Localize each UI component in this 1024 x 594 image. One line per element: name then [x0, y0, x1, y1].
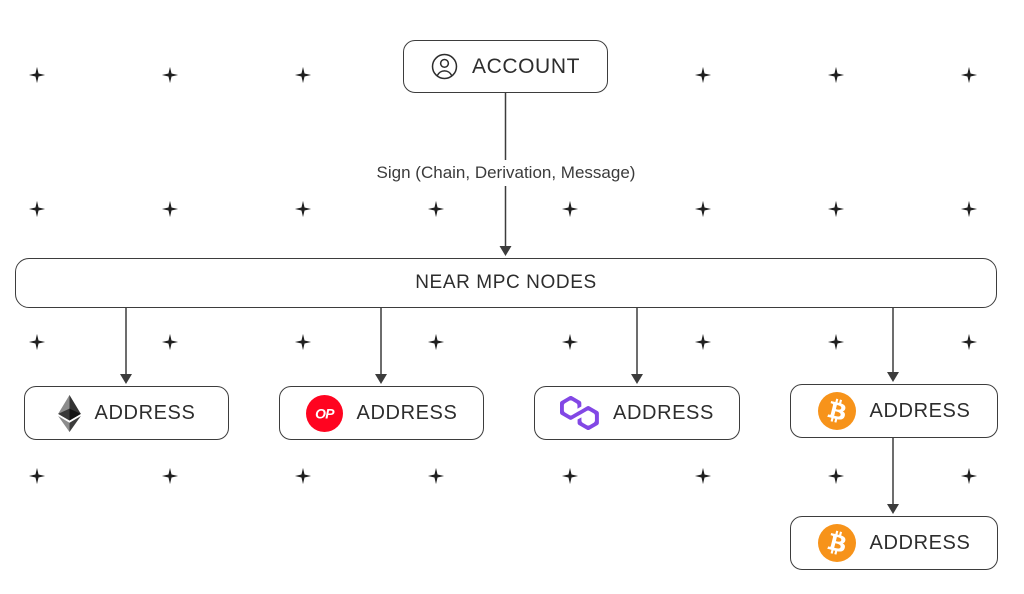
plus-decoration-icon — [294, 467, 312, 485]
plus-decoration-icon — [427, 200, 445, 218]
arrow-bitcoin-to-derived-address — [887, 438, 899, 514]
plus-decoration-icon — [28, 333, 46, 351]
plus-decoration-icon — [161, 333, 179, 351]
address-box-ethereum: ADDRESS — [24, 386, 229, 440]
plus-decoration-icon — [960, 200, 978, 218]
plus-decoration-icon — [694, 66, 712, 84]
plus-decoration-icon — [28, 200, 46, 218]
plus-decoration-icon — [161, 200, 179, 218]
user-icon — [431, 53, 458, 80]
mpc-nodes-label: NEAR MPC NODES — [415, 272, 597, 293]
optimism-icon: OP — [305, 394, 343, 432]
arrow-mpc-to-ethereum — [120, 308, 132, 384]
plus-decoration-icon — [694, 333, 712, 351]
polygon-icon — [560, 396, 599, 430]
plus-decoration-icon — [161, 467, 179, 485]
plus-decoration-icon — [561, 467, 579, 485]
plus-decoration-icon — [960, 66, 978, 84]
bitcoin-icon — [817, 392, 856, 430]
plus-decoration-icon — [294, 333, 312, 351]
plus-decoration-icon — [28, 66, 46, 84]
plus-decoration-icon — [694, 200, 712, 218]
address-label: ADDRESS — [613, 401, 714, 424]
plus-decoration-icon — [960, 333, 978, 351]
address-label: ADDRESS — [356, 401, 458, 424]
account-label: ACCOUNT — [471, 54, 581, 78]
account-box: ACCOUNT — [403, 40, 608, 93]
plus-decoration-icon — [561, 333, 579, 351]
plus-decoration-icon — [28, 467, 46, 485]
plus-decoration-icon — [960, 467, 978, 485]
plus-decoration-icon — [161, 66, 179, 84]
bitcoin-icon — [817, 524, 856, 562]
address-label: ADDRESS — [94, 401, 196, 424]
arrow-mpc-to-polygon — [631, 308, 643, 384]
plus-decoration-icon — [827, 467, 845, 485]
arrow-mpc-to-optimism — [375, 308, 387, 384]
address-box-bitcoin: ADDRESS — [790, 384, 998, 438]
plus-decoration-icon — [827, 333, 845, 351]
plus-decoration-icon — [427, 467, 445, 485]
address-label: ADDRESS — [869, 531, 971, 554]
plus-decoration-icon — [827, 200, 845, 218]
plus-decoration-icon — [294, 200, 312, 218]
plus-decoration-icon — [694, 467, 712, 485]
optimism-op-text: OP — [315, 405, 335, 421]
plus-decoration-icon — [294, 66, 312, 84]
plus-decoration-icon — [427, 333, 445, 351]
mpc-nodes-box: NEAR MPC NODES — [15, 258, 997, 308]
address-label: ADDRESS — [869, 399, 971, 422]
ethereum-icon — [57, 394, 81, 432]
plus-decoration-icon — [561, 200, 579, 218]
address-box-bitcoin-derived: ADDRESS — [790, 516, 998, 570]
sign-arrow-label: Sign (Chain, Derivation, Message) — [368, 160, 644, 186]
address-box-optimism: OP ADDRESS — [279, 386, 484, 440]
address-box-polygon: ADDRESS — [534, 386, 740, 440]
arrow-mpc-to-bitcoin — [887, 308, 899, 382]
plus-decoration-icon — [827, 66, 845, 84]
